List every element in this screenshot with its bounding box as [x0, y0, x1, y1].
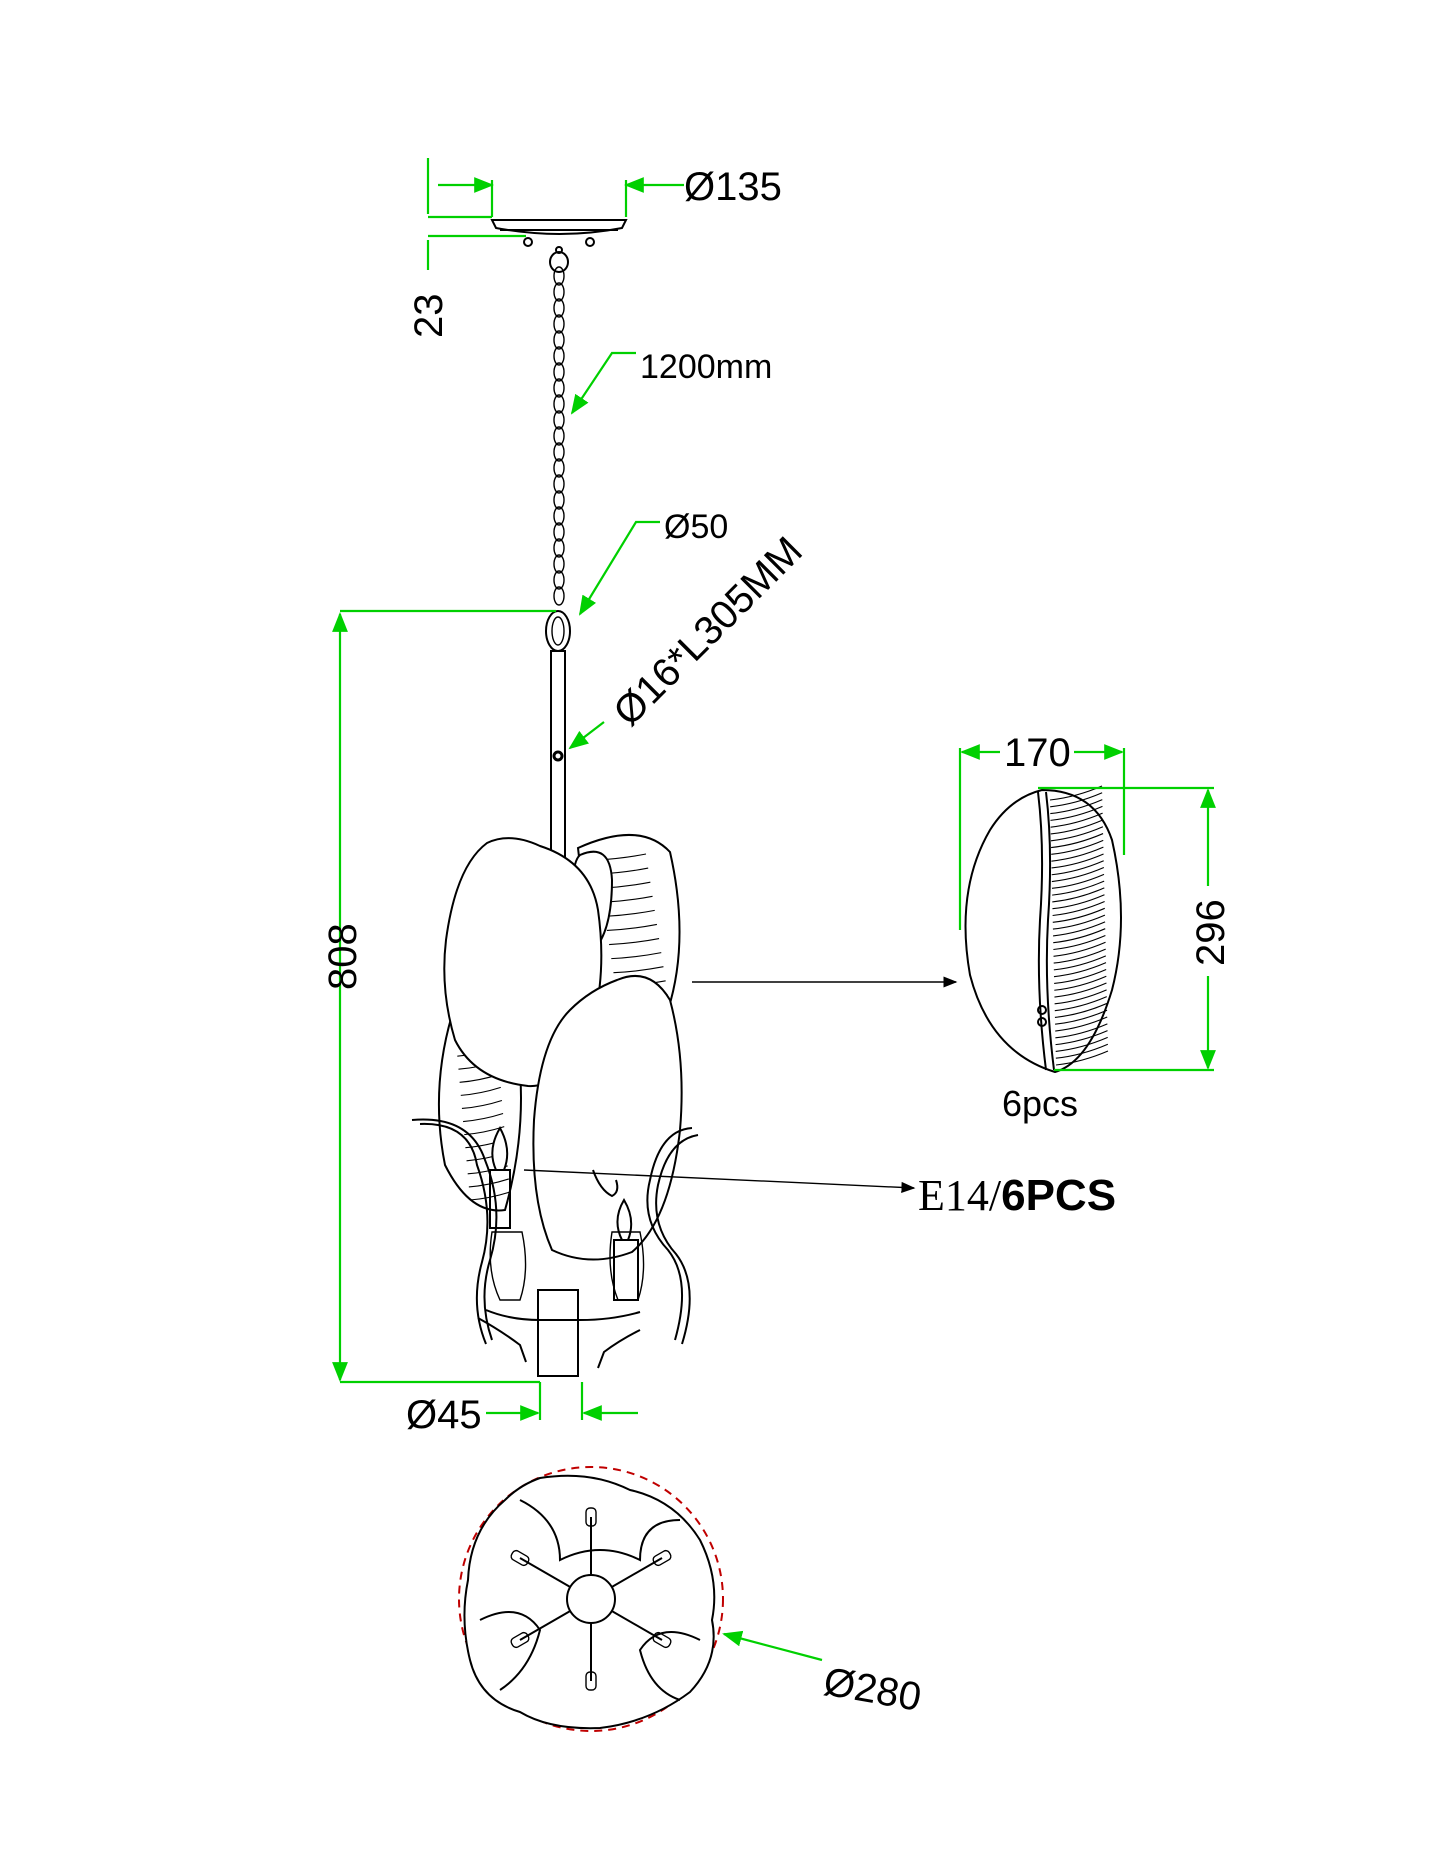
dimension-lines	[332, 158, 1216, 1662]
chain-link	[553, 362, 565, 382]
chain-link	[553, 410, 565, 430]
chain-link	[553, 538, 565, 558]
leaf-vein	[1055, 1009, 1108, 1025]
leaf-vein	[1053, 962, 1107, 978]
leaf-vein	[611, 952, 662, 960]
leaf-vein	[609, 938, 660, 946]
leaf-vein	[1051, 867, 1105, 883]
leaf-vein	[1050, 819, 1103, 835]
leaf-vein	[1055, 1030, 1108, 1046]
leaf-vein	[1053, 928, 1106, 944]
leaf-vein	[1055, 1043, 1109, 1059]
leaf-vein	[1050, 812, 1103, 828]
leaf-vein	[1051, 860, 1104, 876]
chain-link	[553, 394, 565, 414]
shade-width-label: 170	[1004, 731, 1071, 775]
leaf-vein	[1053, 955, 1107, 971]
shade-height-label: 296	[1189, 899, 1233, 966]
leaf-vein	[1051, 846, 1104, 862]
candle-top	[585, 1671, 597, 1691]
leaf-vein	[1050, 805, 1103, 821]
rod-label: Ø16*L305MM	[605, 529, 811, 735]
chain-length-label: 1200mm	[640, 348, 772, 386]
leaf-vein	[1055, 1050, 1109, 1066]
leaf-vein	[1050, 799, 1103, 815]
leaf-vein	[1052, 894, 1105, 910]
leaf-vein	[1052, 880, 1105, 896]
leaf-vein	[1052, 887, 1105, 903]
chain-link	[553, 282, 565, 302]
ceiling-canopy	[490, 219, 628, 273]
chain-link	[553, 330, 565, 350]
chain-link	[553, 586, 565, 606]
bulb-label: E14/6PCS	[918, 1171, 1116, 1220]
canopy-height-label: 23	[407, 294, 451, 339]
bottom-view	[458, 1466, 724, 1732]
leaf-vein	[1054, 982, 1107, 998]
candle-top	[652, 1631, 672, 1649]
leaf-vein	[1054, 1002, 1108, 1018]
leaf-vein	[1052, 907, 1105, 923]
chain-link	[553, 570, 565, 590]
leader-arrows	[523, 976, 958, 1194]
leaf-vein	[1054, 975, 1107, 991]
candle-top	[510, 1549, 530, 1567]
leaf-vein	[1051, 873, 1105, 889]
leaf-vein	[1055, 1023, 1108, 1039]
leaf-vein	[1052, 901, 1105, 917]
leaf-vein	[1050, 826, 1104, 842]
leaf-vein	[1051, 853, 1104, 869]
suspension-chain	[553, 266, 565, 606]
bottom-diameter-label: Ø45	[406, 1393, 482, 1437]
shade-count-label: 6pcs	[1002, 1083, 1078, 1124]
chain-link	[553, 490, 565, 510]
chain-link	[553, 474, 565, 494]
bulb-type-label: E14/	[918, 1171, 1002, 1220]
chain-link	[553, 314, 565, 334]
leaf-vein	[1053, 948, 1106, 964]
canopy-diameter-label: Ø135	[684, 165, 782, 209]
leaf-vein	[468, 1178, 510, 1188]
candle-top	[510, 1631, 530, 1649]
candle-top	[585, 1507, 597, 1527]
leaf-vein	[1054, 996, 1107, 1012]
leaf-vein	[1053, 934, 1106, 951]
chain-link	[553, 506, 565, 526]
leaf-vein	[1055, 1016, 1108, 1032]
overall-height-label: 808	[321, 923, 365, 990]
leaf-vein	[1051, 833, 1104, 849]
hanging-ring	[545, 610, 571, 652]
lamp-body	[411, 833, 699, 1369]
leaf-vein	[606, 923, 658, 932]
chain-link	[553, 346, 565, 366]
chain-link	[553, 458, 565, 478]
chain-link	[553, 378, 565, 398]
chain-link	[553, 554, 565, 574]
chain-link	[553, 266, 565, 286]
leaf-vein	[460, 1086, 501, 1096]
bulb-count-label: 6PCS	[1001, 1171, 1116, 1220]
leaf-vein	[461, 1099, 503, 1110]
leaf-vein	[1055, 1036, 1108, 1052]
chain-link	[553, 522, 565, 542]
leaf-vein	[1053, 921, 1106, 937]
leaf-vein	[1052, 914, 1106, 930]
shade-detail	[964, 785, 1122, 1074]
leaf-vein	[1054, 968, 1107, 985]
chain-link	[553, 442, 565, 462]
ring-diameter-label: Ø50	[664, 508, 728, 546]
leaf-vein	[1050, 792, 1103, 808]
leaf-vein	[1054, 989, 1107, 1005]
candle-top	[652, 1549, 672, 1567]
chain-link	[553, 426, 565, 446]
leaf-vein	[1051, 839, 1104, 855]
chain-link	[553, 298, 565, 318]
leaf-vein	[463, 1113, 504, 1123]
leaf-vein	[613, 966, 664, 974]
leaf-vein	[1053, 941, 1106, 957]
total-diameter-label: Ø280	[820, 1660, 924, 1720]
